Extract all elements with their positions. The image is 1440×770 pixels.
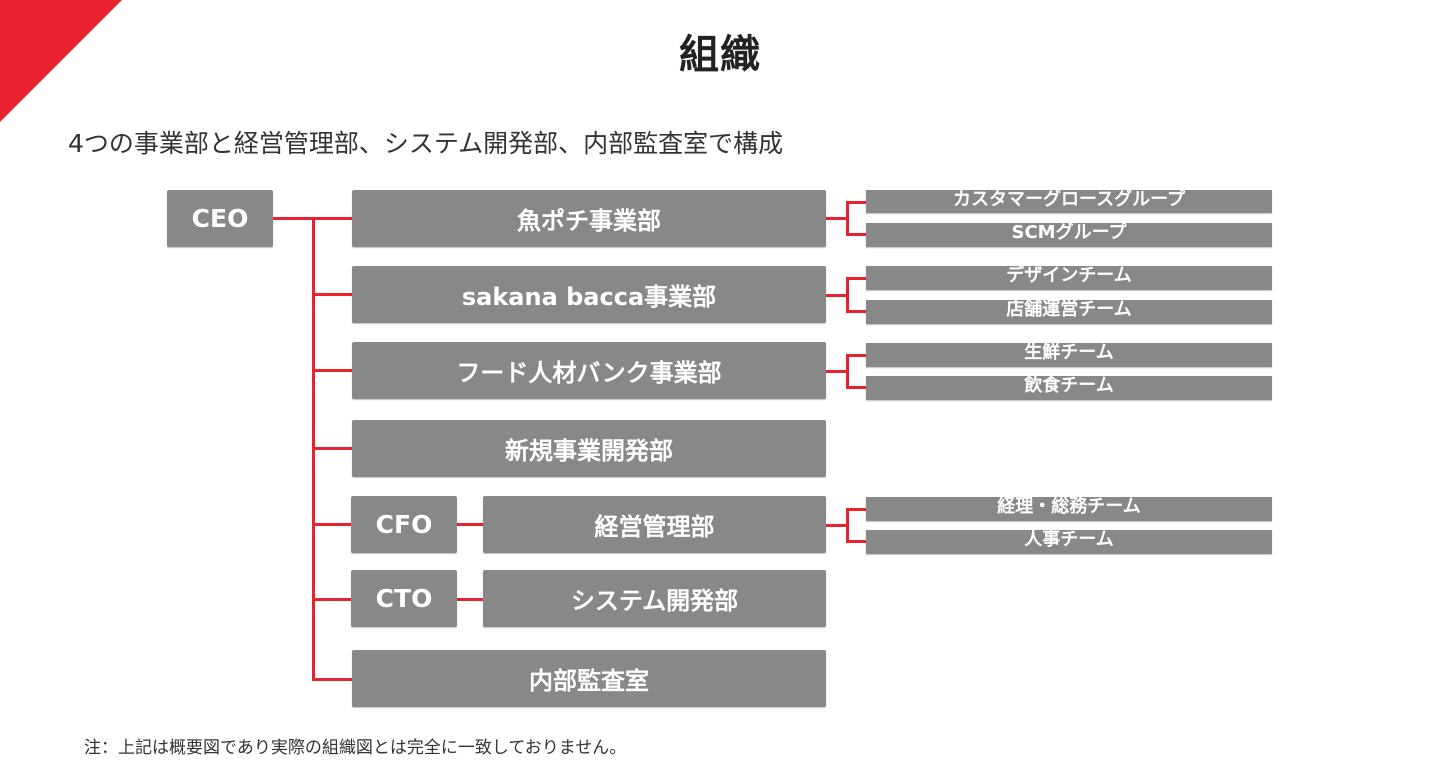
team-box: 生鮮チーム [866,343,1272,367]
connector-team [846,277,866,280]
team-box: カスタマーグロースグループ [866,190,1272,213]
connector-team [846,354,849,388]
connector-cfo [457,523,483,526]
connector-team [826,294,848,297]
team-box: 店舗運営チーム [866,300,1272,324]
connector-team [846,508,866,511]
connector-branch [312,523,352,526]
department-box-uopochi: 魚ポチ事業部 [352,190,826,247]
connector-team [826,524,848,527]
department-box-new-business: 新規事業開発部 [352,420,826,477]
ceo-box: CEO [167,190,273,247]
department-box-internal-audit: 内部監査室 [352,650,826,707]
department-box-system-dev: システム開発部 [483,570,826,627]
connector-team [846,310,866,313]
team-box: デザインチーム [866,266,1272,290]
connector-team [846,201,849,235]
connector-branch [312,293,352,296]
connector-team [846,277,849,312]
connector-branch [312,598,352,601]
connector-branch [312,447,352,450]
cfo-box: CFO [351,496,457,553]
connector-team [846,201,866,204]
corner-accent [0,0,122,122]
connector-team [846,354,866,357]
team-box: SCMグループ [866,223,1272,247]
connector-team [826,370,848,373]
connector-team [846,386,866,389]
connector-branch [312,369,352,372]
connector-team [846,233,866,236]
connector-team [826,217,848,220]
subtitle: 4つの事業部と経営管理部、システム開発部、内部監査室で構成 [68,129,784,158]
department-box-food-jinzai-bank: フード人材バンク事業部 [352,342,826,399]
footnote: 注：上記は概要図であり実際の組織図とは完全に一致しておりません。 [84,738,627,758]
department-box-management: 経営管理部 [483,496,826,553]
team-box: 経理・総務チーム [866,497,1272,521]
connector-team [846,540,866,543]
connector-branch [312,678,352,681]
page-title: 組織 [679,32,761,78]
team-box: 飲食チーム [866,376,1272,400]
cto-box: CTO [351,570,457,627]
department-box-sakana-bacca: sakana bacca事業部 [352,266,826,323]
connector-cto [457,598,483,601]
connector-team [846,508,849,542]
team-box: 人事チーム [866,530,1272,554]
